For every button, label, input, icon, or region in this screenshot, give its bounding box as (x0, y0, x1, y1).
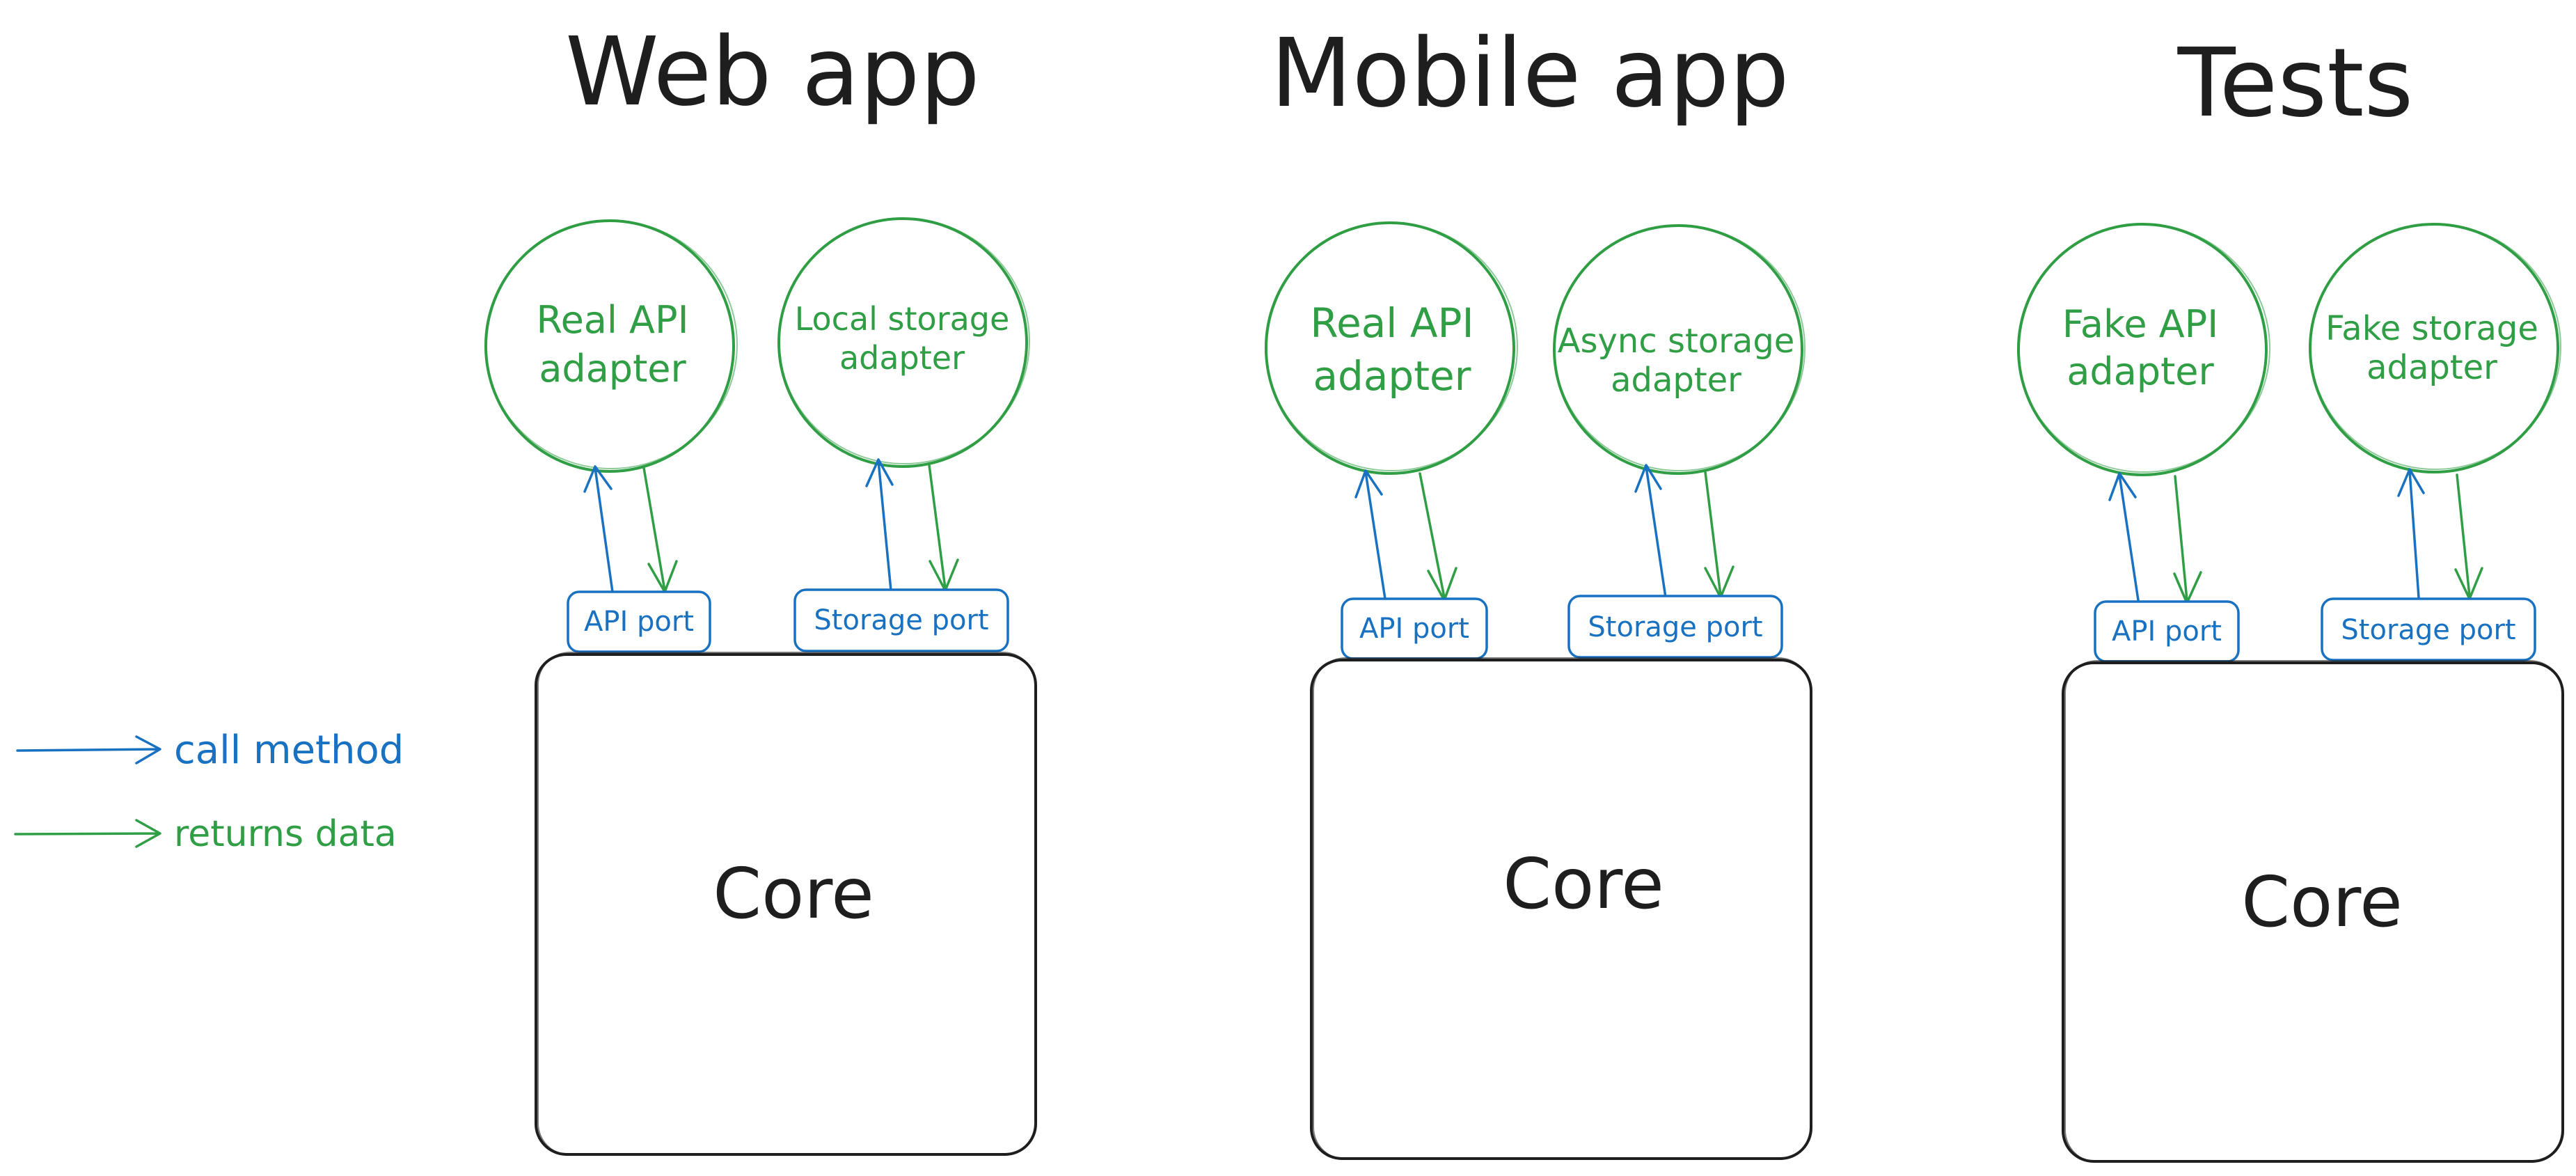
core-label: Core (713, 853, 874, 934)
adapter-real-api: Real API adapter (1265, 221, 1518, 475)
core-label: Core (1503, 843, 1664, 925)
adapter-label-line-2: adapter (539, 347, 686, 391)
adapter-fake-storage: Fake storage adapter (2309, 223, 2561, 473)
section-title: Web app (565, 17, 980, 127)
call-arrow-api (583, 465, 614, 593)
adapter-label-line-1: Fake API (2062, 302, 2218, 346)
port-label: API port (584, 606, 694, 638)
legend-call-arrow (16, 735, 161, 765)
port-api: API port (567, 590, 711, 653)
return-arrow-api (1419, 472, 1457, 602)
port-storage: Storage port (793, 588, 1009, 652)
adapter-label-line-2: adapter (2366, 348, 2497, 387)
call-arrow-storage (1634, 464, 1667, 599)
adapter-label-line-1: Fake storage (2325, 309, 2538, 348)
adapter-async-storage: Async storage adapter (1553, 224, 1805, 475)
legend-call-label: call method (174, 728, 404, 773)
section-web-app: Web app Real API adapter Local storage a… (484, 17, 1037, 1156)
adapter-label-line-1: Real API (536, 298, 688, 342)
port-label: Storage port (814, 604, 988, 636)
core-box: Core (2062, 660, 2564, 1163)
call-arrow-api (2108, 472, 2140, 602)
adapter-fake-api: Fake API adapter (2017, 223, 2270, 476)
port-label: Storage port (2341, 614, 2515, 646)
adapter-label-line-2: adapter (839, 339, 965, 377)
return-arrow-storage (2454, 473, 2483, 600)
legend: call method returns data (14, 728, 404, 855)
adapter-local-storage: Local storage adapter (777, 217, 1030, 468)
adapter-label-line-1: Async storage (1558, 322, 1795, 361)
return-arrow-storage (1704, 471, 1735, 599)
port-storage: Storage port (2321, 597, 2536, 661)
section-title: Tests (2177, 29, 2414, 139)
adapter-label-line-2: adapter (2067, 350, 2214, 393)
port-label: API port (1359, 613, 1469, 645)
core-label: Core (2241, 861, 2402, 943)
port-api: API port (1341, 597, 1488, 660)
port-label: API port (2112, 616, 2222, 648)
return-arrow-api (2173, 475, 2202, 604)
call-arrow-storage (865, 458, 894, 592)
port-api: API port (2094, 600, 2240, 663)
adapter-label-line-2: adapter (1611, 361, 1741, 400)
adapter-label-line-2: adapter (1313, 352, 1471, 400)
adapter-real-api: Real API adapter (484, 219, 738, 473)
return-arrow-storage (928, 464, 959, 592)
section-tests: Tests Fake API adapter Fake storage adap… (2017, 29, 2564, 1163)
legend-return-arrow (14, 819, 161, 848)
section-mobile-app: Mobile app Real API adapter Async storag… (1265, 19, 1812, 1160)
call-arrow-api (1354, 469, 1386, 600)
adapter-label-line-1: Real API (1310, 299, 1473, 347)
adapter-label-line-1: Local storage (795, 300, 1010, 338)
legend-return-label: returns data (174, 813, 397, 855)
return-arrow-api (642, 467, 678, 593)
core-box: Core (535, 652, 1037, 1156)
port-label: Storage port (1588, 611, 1762, 643)
port-storage: Storage port (1567, 595, 1783, 659)
call-arrow-storage (2397, 468, 2425, 599)
core-box: Core (1310, 657, 1812, 1160)
section-title: Mobile app (1270, 19, 1789, 129)
